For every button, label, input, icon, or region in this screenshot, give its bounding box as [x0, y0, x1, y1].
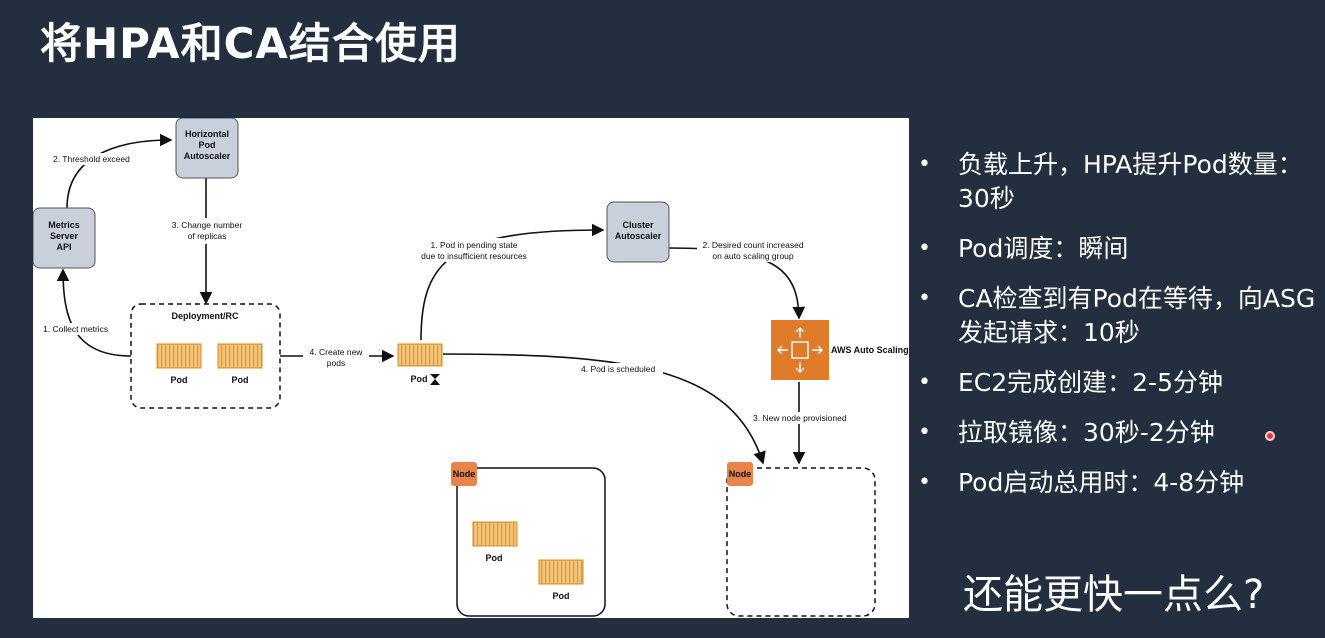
pod-icon — [472, 521, 518, 547]
laser-pointer-dot — [1265, 431, 1275, 441]
change-label-1: 3. Change number — [172, 220, 243, 230]
hpa-label-1: Horizontal — [185, 129, 229, 139]
threshold-label: 2. Threshold exceed — [53, 154, 130, 164]
ca-label-1: Cluster — [622, 220, 654, 230]
metrics-label-3: API — [56, 242, 71, 252]
pod-icon — [156, 343, 202, 369]
ca-label-2: Autoscaler — [615, 231, 662, 241]
create-label-1: 4. Create new — [310, 347, 364, 357]
pending-pod: Pod — [397, 343, 443, 385]
hpa-label-2: Pod — [199, 140, 216, 150]
bullet-item: •拉取镜像：30秒-2分钟 — [918, 418, 1215, 447]
metrics-label-2: Server — [50, 231, 79, 241]
bullet-item: •CA检查到有Pod在等待，向ASG发起请求：10秒 — [918, 284, 1316, 347]
pod-label: Pod — [411, 374, 428, 384]
create-label-2: pods — [327, 358, 345, 368]
change-label-2: of replicas — [188, 231, 227, 241]
slide-title: 将HPA和CA结合使用 — [40, 19, 461, 68]
pod-icon — [397, 343, 443, 367]
desired-label-2: on auto scaling group — [712, 251, 794, 261]
node-label: Node — [729, 469, 752, 479]
hpa-box: Horizontal Pod Autoscaler — [175, 118, 239, 179]
deployment-box: Deployment/RC Pod Pod — [130, 303, 281, 409]
metrics-server-box: Metrics Server API — [33, 207, 96, 269]
provisioned-label: 3. New node provisioned — [753, 413, 847, 423]
edge-collect-metrics — [56, 268, 132, 357]
edge-threshold-exceed — [66, 133, 173, 209]
bullet-item: •EC2完成创建：2-5分钟 — [918, 368, 1223, 397]
pod-icon — [217, 343, 263, 369]
metrics-label-1: Metrics — [48, 220, 80, 230]
aws-auto-scaling: AWS Auto Scaling — [771, 320, 909, 380]
bullet-item: •负载上升，HPA提升Pod数量：30秒 — [918, 150, 1303, 213]
hourglass-icon — [430, 374, 440, 385]
desired-label-1: 2. Desired count increased — [702, 240, 803, 250]
pod-label: Pod — [486, 553, 503, 563]
hpa-label-3: Autoscaler — [184, 151, 231, 161]
cluster-autoscaler-box: Cluster Autoscaler — [606, 201, 670, 263]
pod-label: Pod — [171, 375, 188, 385]
pending-label-2: due to insufficient resources — [421, 251, 527, 261]
bullet-item: •Pod启动总用时：4-8分钟 — [918, 468, 1245, 497]
node-label: Node — [453, 469, 476, 479]
pending-label-1: 1. Pod in pending state — [431, 240, 518, 250]
pod-label: Pod — [553, 591, 570, 601]
edges — [56, 133, 806, 465]
collect-label: 1. Collect metrics — [43, 324, 108, 334]
bullet-list: •负载上升，HPA提升Pod数量：30秒 •Pod调度：瞬间 •CA检查到有Po… — [918, 148, 1318, 516]
autoscaling-icon — [777, 327, 823, 373]
aws-label: AWS Auto Scaling — [831, 345, 909, 355]
bullet-item: •Pod调度：瞬间 — [918, 234, 1129, 263]
node-1: Node Pod Pod — [451, 462, 606, 617]
pod-icon — [538, 559, 584, 585]
scheduled-label: 4. Pod is scheduled — [581, 364, 655, 374]
architecture-diagram: Horizontal Pod Autoscaler Metrics Server… — [33, 118, 909, 618]
deployment-label: Deployment/RC — [171, 311, 239, 321]
pod-label: Pod — [232, 375, 249, 385]
closing-question: 还能更快一点么? — [963, 572, 1265, 618]
node-2: Node — [726, 462, 876, 617]
